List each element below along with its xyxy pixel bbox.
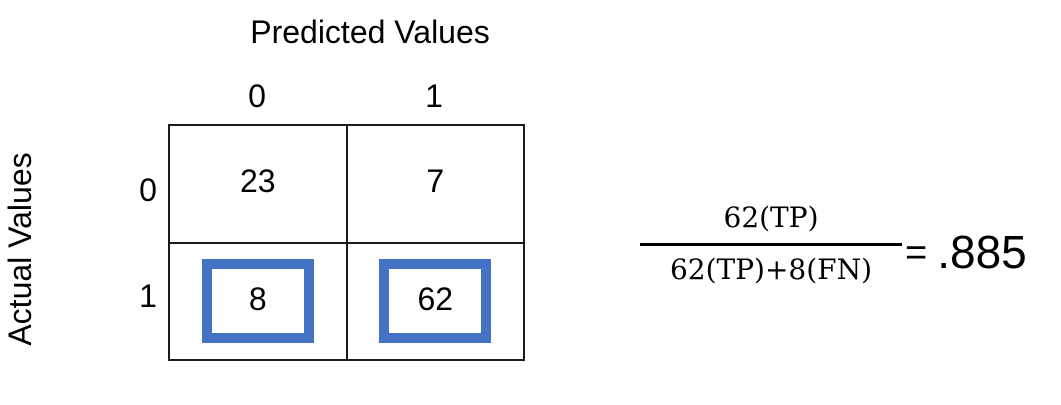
column-label-1: 1 [425, 78, 443, 114]
row-label-0: 0 [139, 172, 157, 208]
predicted-values-title: Predicted Values [250, 14, 490, 50]
matrix-cell-tp: 62 [346, 242, 523, 359]
equals-sign: = [905, 232, 928, 274]
formula-denominator: 62(TP)+8(FN) [669, 253, 873, 286]
fraction-bar [640, 243, 902, 246]
cell-value-fn: 8 [248, 280, 267, 317]
tp-highlight-box: 62 [379, 259, 492, 344]
actual-values-title: Actual Values [2, 152, 38, 346]
confusion-matrix: 23 7 8 62 [168, 124, 525, 361]
cell-value-fp: 7 [426, 163, 445, 200]
formula-result: =.885 [905, 224, 1027, 284]
formula-numerator: 62(TP) [723, 201, 819, 234]
column-label-0: 0 [248, 78, 266, 114]
cell-value-tn: 23 [239, 163, 276, 200]
matrix-cell-tn: 23 [170, 126, 347, 243]
fn-highlight-box: 8 [201, 259, 314, 344]
row-label-1: 1 [139, 278, 157, 314]
result-value: .885 [937, 226, 1027, 278]
recall-formula: 62(TP) 62(TP)+8(FN) [640, 198, 902, 290]
matrix-cell-fn: 8 [170, 242, 347, 359]
matrix-cell-fp: 7 [346, 126, 523, 243]
cell-value-tp: 62 [417, 280, 454, 317]
